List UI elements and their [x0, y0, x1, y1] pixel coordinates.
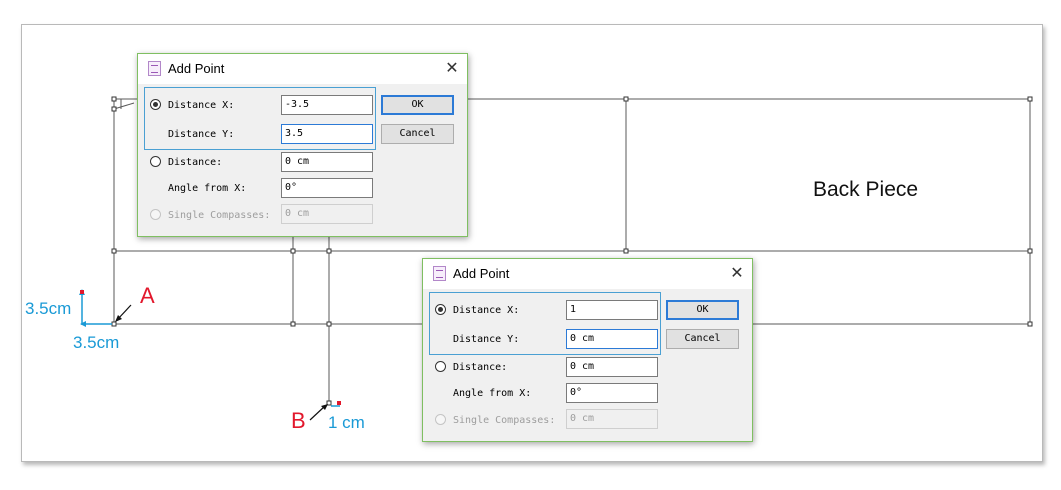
app-icon	[433, 266, 446, 281]
arrow-b	[309, 404, 328, 421]
distance-input[interactable]: 0 cm	[281, 152, 373, 172]
distance-y-label: Distance Y:	[453, 334, 520, 345]
ok-button[interactable]: OK	[666, 300, 739, 320]
distance-input[interactable]: 0 cm	[566, 357, 658, 377]
close-icon[interactable]: ✕	[730, 265, 744, 282]
distance-xy-group	[429, 292, 661, 355]
distance-x-label: Distance X:	[168, 100, 235, 111]
pattern-nodes[interactable]	[111, 96, 1033, 406]
dimension-horizontal-label: 3.5cm	[73, 333, 120, 352]
add-point-dialog-2: Add Point ✕ Distance X: 1 Distance Y: 0 …	[422, 258, 753, 442]
angle-input[interactable]: 0°	[566, 383, 658, 403]
angle-input[interactable]: 0°	[281, 178, 373, 198]
arrow-a	[115, 304, 132, 322]
distance-x-input[interactable]: 1	[566, 300, 658, 320]
distance-y-input[interactable]: 0 cm	[566, 329, 658, 349]
single-compasses-label: Single Compasses:	[168, 210, 271, 221]
angle-label: Angle from X:	[453, 388, 532, 399]
distance-y-label: Distance Y:	[168, 129, 235, 140]
close-icon[interactable]: ✕	[445, 60, 459, 77]
distance-radio[interactable]	[435, 361, 446, 372]
single-compasses-radio	[150, 209, 161, 220]
distance-y-input[interactable]: 3.5	[281, 124, 373, 144]
marker-b-label: B	[291, 408, 306, 433]
single-compasses-input: 0 cm	[281, 204, 373, 224]
dimension-vertical-label: 3.5cm	[25, 299, 72, 318]
dimension-b-label: 1 cm	[328, 413, 365, 432]
cancel-button[interactable]: Cancel	[381, 124, 454, 144]
distance-radio[interactable]	[150, 156, 161, 167]
single-compasses-label: Single Compasses:	[453, 415, 556, 426]
distance-x-label: Distance X:	[453, 305, 520, 316]
distance-xy-group	[144, 87, 376, 150]
cancel-button[interactable]: Cancel	[666, 329, 739, 349]
distance-xy-radio[interactable]	[435, 304, 446, 315]
distance-x-input[interactable]: -3.5	[281, 95, 373, 115]
dialog-titlebar[interactable]: Add Point ✕	[138, 54, 467, 84]
single-compasses-input: 0 cm	[566, 409, 658, 429]
dimension-a	[79, 289, 112, 327]
distance-label: Distance:	[168, 157, 223, 168]
piece-label: Back Piece	[813, 178, 919, 201]
distance-xy-radio[interactable]	[150, 99, 161, 110]
distance-label: Distance:	[453, 362, 508, 373]
app-icon	[148, 61, 161, 76]
marker-a-label: A	[140, 283, 155, 308]
dialog-titlebar[interactable]: Add Point ✕	[423, 259, 752, 289]
dimension-b	[331, 401, 341, 407]
angle-label: Angle from X:	[168, 183, 247, 194]
dialog-title: Add Point	[168, 61, 225, 76]
add-point-dialog-1: Add Point ✕ Distance X: -3.5 Distance Y:…	[137, 53, 468, 237]
dialog-title: Add Point	[453, 266, 510, 281]
single-compasses-radio	[435, 414, 446, 425]
ok-button[interactable]: OK	[381, 95, 454, 115]
